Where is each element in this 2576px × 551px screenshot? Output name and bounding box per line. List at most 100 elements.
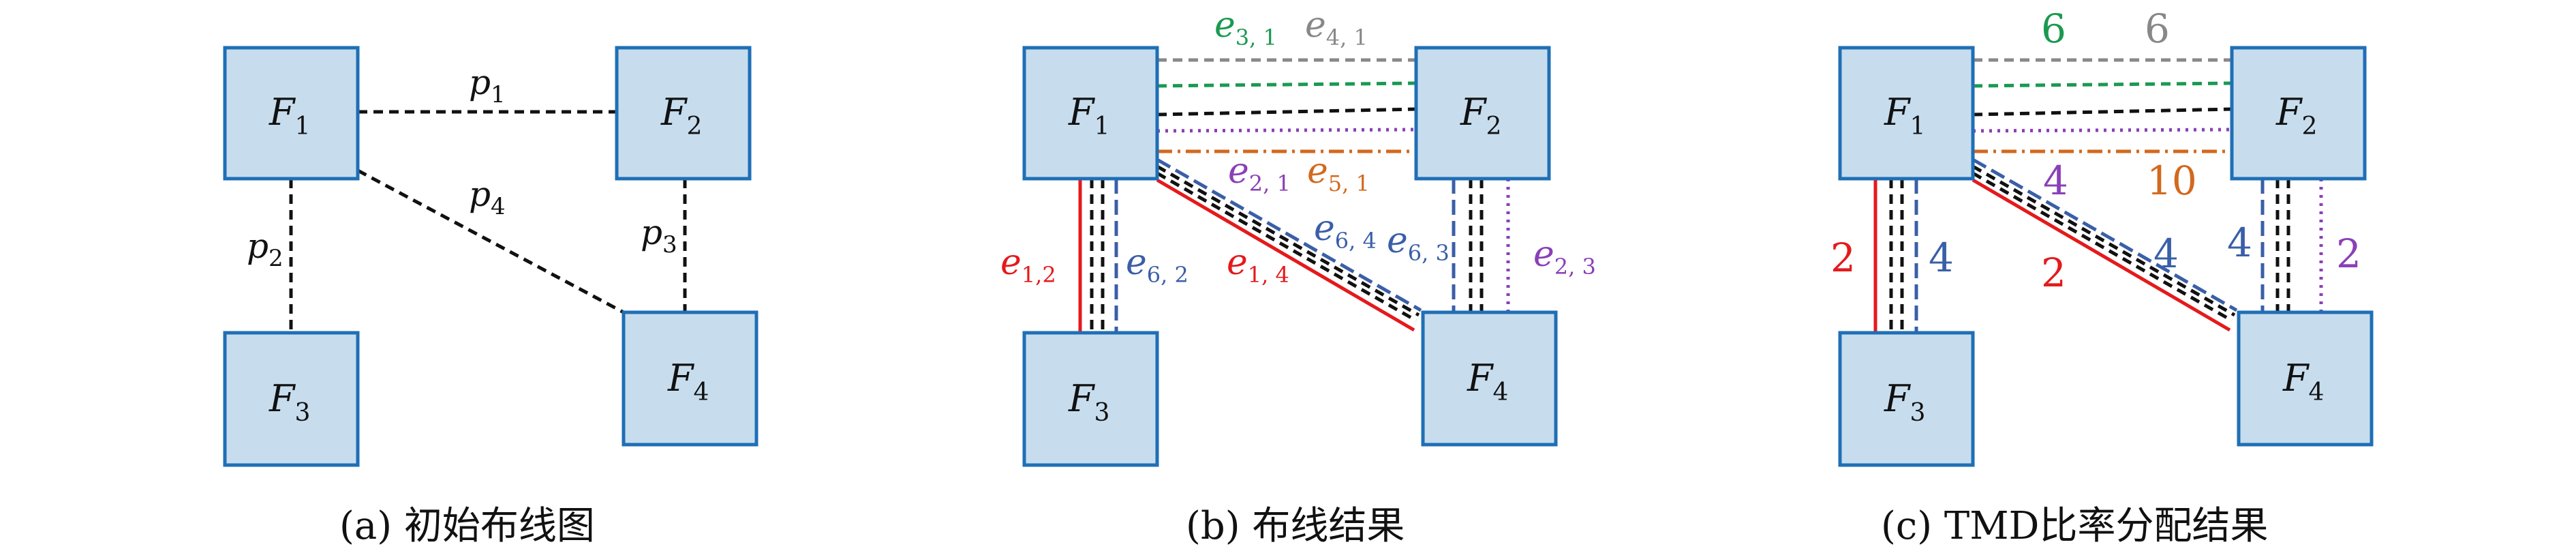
- caption-panel-a: (a) 初始布线图: [339, 504, 595, 548]
- path-p4-line: [356, 168, 625, 314]
- edge-p4-black-b: [1156, 171, 1417, 323]
- edge-e23-label: e: [1533, 234, 1554, 275]
- node-f4: F4: [622, 310, 758, 447]
- node-f2-sub: 2: [2301, 113, 2317, 140]
- ratio-label-blue-diagonal: 4: [2153, 230, 2179, 277]
- node-f2: F2: [1414, 46, 1551, 181]
- edge-e12-sub: 1,2: [1022, 262, 1056, 288]
- edge-e14-sub: 1, 4: [1248, 262, 1289, 288]
- ratio-label-blue-f2f4: 4: [2227, 220, 2252, 266]
- node-f2-sub: 2: [1486, 113, 1501, 140]
- node-f1: F1: [1022, 46, 1159, 181]
- path-p3-sub: 3: [662, 231, 677, 258]
- node-f2-label: F: [660, 91, 688, 134]
- svg-text:e4, 1: e4, 1: [1305, 5, 1368, 50]
- node-f1-label: F: [269, 91, 296, 134]
- ratio-black-diag-a: [1972, 164, 2236, 317]
- ratio-blue-diag-line: [1972, 158, 2238, 312]
- ratio-label-purple: 4: [2043, 158, 2068, 204]
- panel-a: F1 F2 F3 F4 p1 p2 p3 p4 (a) 初始布线图: [223, 46, 758, 548]
- caption-panel-b: (b) 布线结果: [1186, 504, 1405, 548]
- edge-e31-label: e: [1214, 5, 1236, 46]
- node-f3-label: F: [269, 377, 296, 420]
- ratio-label-gray: 6: [2145, 5, 2170, 52]
- svg-text:F2: F2: [2275, 91, 2317, 140]
- svg-text:e6, 2: e6, 2: [1126, 242, 1189, 288]
- node-f3-sub: 3: [294, 399, 310, 427]
- svg-text:F1: F1: [269, 91, 310, 140]
- edge-p1-black-line: [1156, 107, 1417, 117]
- node-f3-label: F: [1068, 377, 1096, 420]
- edge-e21-line: [1156, 128, 1417, 133]
- node-f1: F1: [1838, 46, 1975, 181]
- node-f1: F1: [223, 46, 360, 181]
- ratio-label-blue-vertical: 4: [1929, 235, 1954, 281]
- svg-text:e1, 4: e1, 4: [1227, 242, 1289, 288]
- svg-text:e2, 3: e2, 3: [1533, 234, 1596, 280]
- svg-text:p2: p2: [247, 226, 283, 272]
- svg-text:p1: p1: [469, 63, 506, 108]
- ratio-black-diag-b: [1972, 171, 2233, 323]
- ratio-label-orange: 10: [2147, 158, 2197, 204]
- node-f4-label: F: [667, 357, 695, 400]
- node-f4-sub: 4: [1492, 378, 1508, 406]
- ratio-label-green: 6: [2041, 5, 2066, 52]
- path-p4-label: p: [469, 175, 491, 214]
- node-f2: F2: [615, 46, 752, 181]
- svg-text:e6, 4: e6, 4: [1314, 208, 1377, 254]
- edge-e64-sub: 6, 4: [1335, 228, 1377, 254]
- edge-e51-sub: 5, 1: [1328, 170, 1370, 196]
- node-f1-sub: 1: [1910, 113, 1925, 140]
- path-p4-sub: 4: [491, 193, 506, 220]
- node-f3: F3: [223, 331, 360, 467]
- path-p2-label: p: [247, 226, 269, 266]
- svg-text:e1,2: e1,2: [1000, 242, 1056, 288]
- edge-e23-sub: 2, 3: [1554, 254, 1596, 280]
- edge-e31-sub: 3, 1: [1236, 25, 1277, 50]
- svg-text:e3, 1: e3, 1: [1214, 5, 1277, 50]
- node-f3-sub: 3: [1910, 399, 1925, 427]
- edge-e14-label: e: [1227, 242, 1248, 283]
- svg-text:F4: F4: [2282, 357, 2324, 406]
- node-f2: F2: [2230, 46, 2367, 181]
- node-f4-sub: 4: [693, 378, 709, 406]
- edge-e63-label: e: [1387, 220, 1408, 261]
- panel-b: F1 F2 F3 F4 e3, 1 e4, 1 e2, 1 e5, 1 e1,2…: [1000, 5, 1596, 548]
- svg-text:e2, 1: e2, 1: [1228, 151, 1291, 196]
- panel-c: F1 F2 F3 F4 6 6 4 10 2 4 2 4 4 2 (c) TMD…: [1830, 5, 2374, 548]
- path-p1-sub: 1: [491, 81, 506, 108]
- svg-text:F3: F3: [1884, 377, 1925, 427]
- node-f3-label: F: [1884, 377, 1912, 420]
- node-f2-label: F: [2275, 91, 2303, 134]
- edge-e14-line: [1156, 178, 1415, 332]
- edge-e41-label: e: [1305, 5, 1326, 46]
- ratio-label-red-diagonal: 2: [2041, 250, 2066, 296]
- ratio-black-line: [1972, 107, 2233, 117]
- svg-text:F1: F1: [1884, 91, 1925, 140]
- node-f3: F3: [1022, 331, 1159, 467]
- node-f4: F4: [2237, 310, 2374, 447]
- edge-e41-sub: 4, 1: [1326, 25, 1368, 50]
- node-f1-sub: 1: [294, 113, 310, 140]
- caption-panel-c: (c) TMD比率分配结果: [1881, 504, 2268, 548]
- node-f2-label: F: [1460, 91, 1488, 134]
- svg-text:F2: F2: [1460, 91, 1501, 140]
- ratio-label-red-vertical: 2: [1830, 235, 1856, 281]
- node-f3: F3: [1838, 331, 1975, 467]
- edge-e62-sub: 6, 2: [1147, 262, 1189, 288]
- node-f2-sub: 2: [686, 113, 702, 140]
- ratio-green-line: [1972, 81, 2233, 88]
- ratio-purple-line: [1972, 128, 2233, 133]
- path-p3-label: p: [641, 213, 662, 252]
- edge-e64-label: e: [1314, 208, 1335, 249]
- edge-p4-black-a: [1156, 164, 1420, 317]
- path-p2-sub: 2: [269, 245, 283, 272]
- svg-text:e5, 1: e5, 1: [1307, 151, 1370, 196]
- svg-text:p4: p4: [469, 175, 506, 220]
- edge-e63-sub: 6, 3: [1408, 240, 1450, 266]
- svg-text:F1: F1: [1068, 91, 1109, 140]
- node-f1-label: F: [1884, 91, 1912, 134]
- node-f4-label: F: [1467, 357, 1494, 400]
- path-p1-label: p: [469, 63, 491, 102]
